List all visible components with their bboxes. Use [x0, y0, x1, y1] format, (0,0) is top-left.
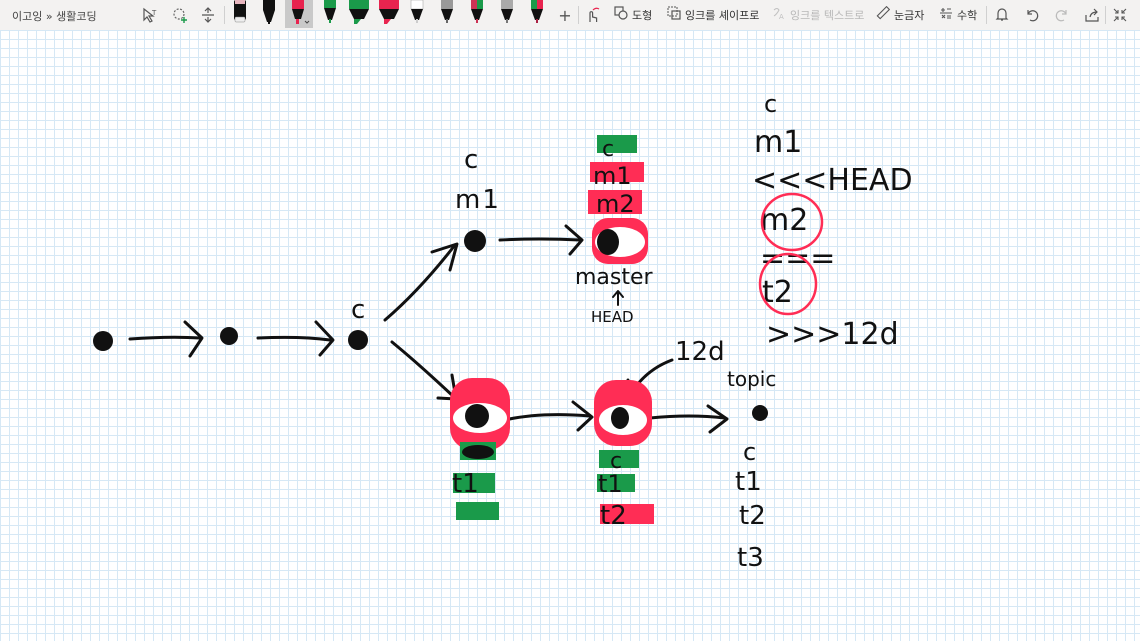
ink-to-text-label: 잉크를 텍스트로	[790, 9, 865, 22]
ruler-button[interactable]: 눈금자	[876, 5, 925, 24]
svg-text:c: c	[610, 449, 622, 474]
hl-topic1-c	[456, 502, 499, 520]
touch-draw-icon[interactable]	[583, 5, 603, 25]
m1-highlight	[590, 162, 644, 182]
breadcrumb[interactable]: 이고잉 » 생활코딩	[12, 10, 97, 23]
shapes-icon	[614, 6, 628, 24]
rainbow-pen[interactable]	[465, 0, 489, 28]
svg-text:c: c	[764, 90, 777, 118]
ink-to-shape-label: 잉크를 셰이프로	[685, 9, 760, 22]
svg-text:12d: 12d	[675, 337, 725, 367]
divider	[578, 6, 579, 24]
galaxy-pen[interactable]	[435, 0, 459, 28]
svg-text:m2: m2	[596, 190, 635, 218]
svg-text:HEAD: HEAD	[591, 308, 634, 326]
math-icon	[939, 6, 953, 24]
m2-highlight	[588, 190, 642, 214]
svg-text:t2: t2	[600, 501, 627, 531]
ink-to-text-icon: A	[772, 6, 786, 24]
svg-text:t2: t2	[739, 501, 766, 531]
ink-drawing: c c m1 c m1 m2 master HEAD 12d topic c t…	[93, 90, 913, 573]
svg-text:T: T	[151, 9, 157, 17]
black-pen[interactable]	[257, 0, 281, 28]
svg-text:c: c	[743, 438, 756, 466]
eraser-pen[interactable]	[228, 0, 252, 28]
ink-to-shape-icon	[667, 6, 681, 24]
label-c: c	[464, 145, 478, 175]
multi-color-pen[interactable]	[525, 0, 549, 28]
svg-text:c: c	[602, 137, 614, 162]
add-pen-button[interactable]: +	[558, 5, 572, 25]
svg-text:topic: topic	[727, 367, 776, 391]
svg-text:t1: t1	[452, 469, 479, 499]
green-pen[interactable]	[318, 0, 342, 28]
scribbled-text	[462, 445, 494, 459]
undo-icon[interactable]	[1022, 5, 1042, 25]
shapes-button[interactable]: 도형	[614, 6, 652, 24]
toolbar: 이고잉 » 생활코딩 T +	[0, 0, 1140, 30]
shapes-label: 도형	[632, 9, 653, 22]
red-highlighter[interactable]	[375, 0, 399, 28]
math-label: 수학	[957, 9, 978, 22]
drawing-canvas[interactable]: c c m1 c m1 m2 master HEAD 12d topic c t…	[0, 30, 1140, 641]
red-pen-selected[interactable]	[285, 0, 313, 28]
divider	[986, 6, 987, 24]
divider	[1105, 6, 1106, 24]
share-icon[interactable]	[1082, 5, 1102, 25]
exit-fullscreen-icon[interactable]	[1110, 5, 1130, 25]
divider	[224, 6, 225, 24]
redo-icon[interactable]	[1052, 5, 1072, 25]
svg-text:t1: t1	[735, 467, 762, 497]
hl-topic1-b	[453, 473, 495, 493]
svg-text:<<<HEAD: <<<HEAD	[752, 163, 913, 198]
t2-highlight	[600, 504, 654, 524]
svg-text:m2: m2	[760, 203, 808, 238]
text-c-main: c	[351, 295, 365, 325]
lasso-select-icon[interactable]: T	[140, 5, 160, 25]
svg-text:m1: m1	[455, 185, 501, 215]
svg-text:A: A	[779, 13, 784, 20]
svg-text:t3: t3	[737, 543, 764, 573]
bell-icon[interactable]	[992, 5, 1012, 25]
arrow-1	[128, 335, 202, 341]
ink-to-text-button[interactable]: A 잉크를 텍스트로	[772, 6, 864, 24]
svg-text:m1: m1	[593, 162, 632, 190]
ink-to-shape-button[interactable]: 잉크를 셰이프로	[667, 6, 759, 24]
svg-text:master: master	[575, 265, 654, 290]
math-button[interactable]: 수학	[939, 6, 977, 24]
c-highlight	[597, 135, 637, 153]
white-pen[interactable]	[405, 0, 429, 28]
svg-text:t1: t1	[598, 470, 623, 498]
svg-text:m1: m1	[754, 125, 802, 160]
svg-text:>>>12d: >>>12d	[766, 317, 899, 352]
ruler-icon	[876, 5, 891, 24]
add-space-icon[interactable]	[170, 5, 190, 25]
ruler-label: 눈금자	[894, 9, 925, 22]
insert-space-icon[interactable]	[198, 5, 218, 25]
green-highlighter[interactable]	[345, 0, 369, 28]
silver-pen[interactable]	[495, 0, 519, 28]
